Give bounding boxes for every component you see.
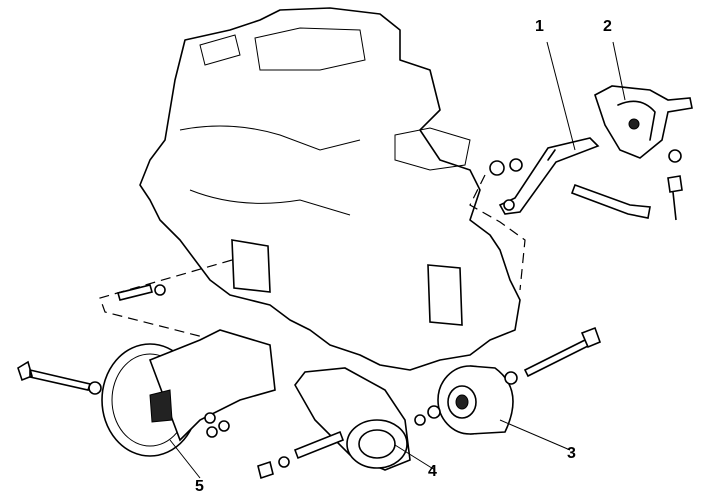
callout-5: 5 bbox=[195, 478, 204, 495]
callout-4: 4 bbox=[428, 463, 437, 480]
callout-1: 1 bbox=[535, 18, 544, 35]
engine-block bbox=[139, 7, 521, 371]
engine-bracket-right bbox=[427, 264, 463, 326]
callout-2: 2 bbox=[603, 18, 612, 35]
left-mount bbox=[17, 284, 276, 457]
lower-mount-bracket bbox=[257, 367, 411, 480]
engine-bracket-left bbox=[231, 239, 271, 293]
rear-mount-bushing bbox=[414, 326, 602, 435]
upper-mount bbox=[594, 85, 693, 159]
callout-3: 3 bbox=[567, 445, 576, 462]
torque-rod bbox=[498, 137, 600, 215]
